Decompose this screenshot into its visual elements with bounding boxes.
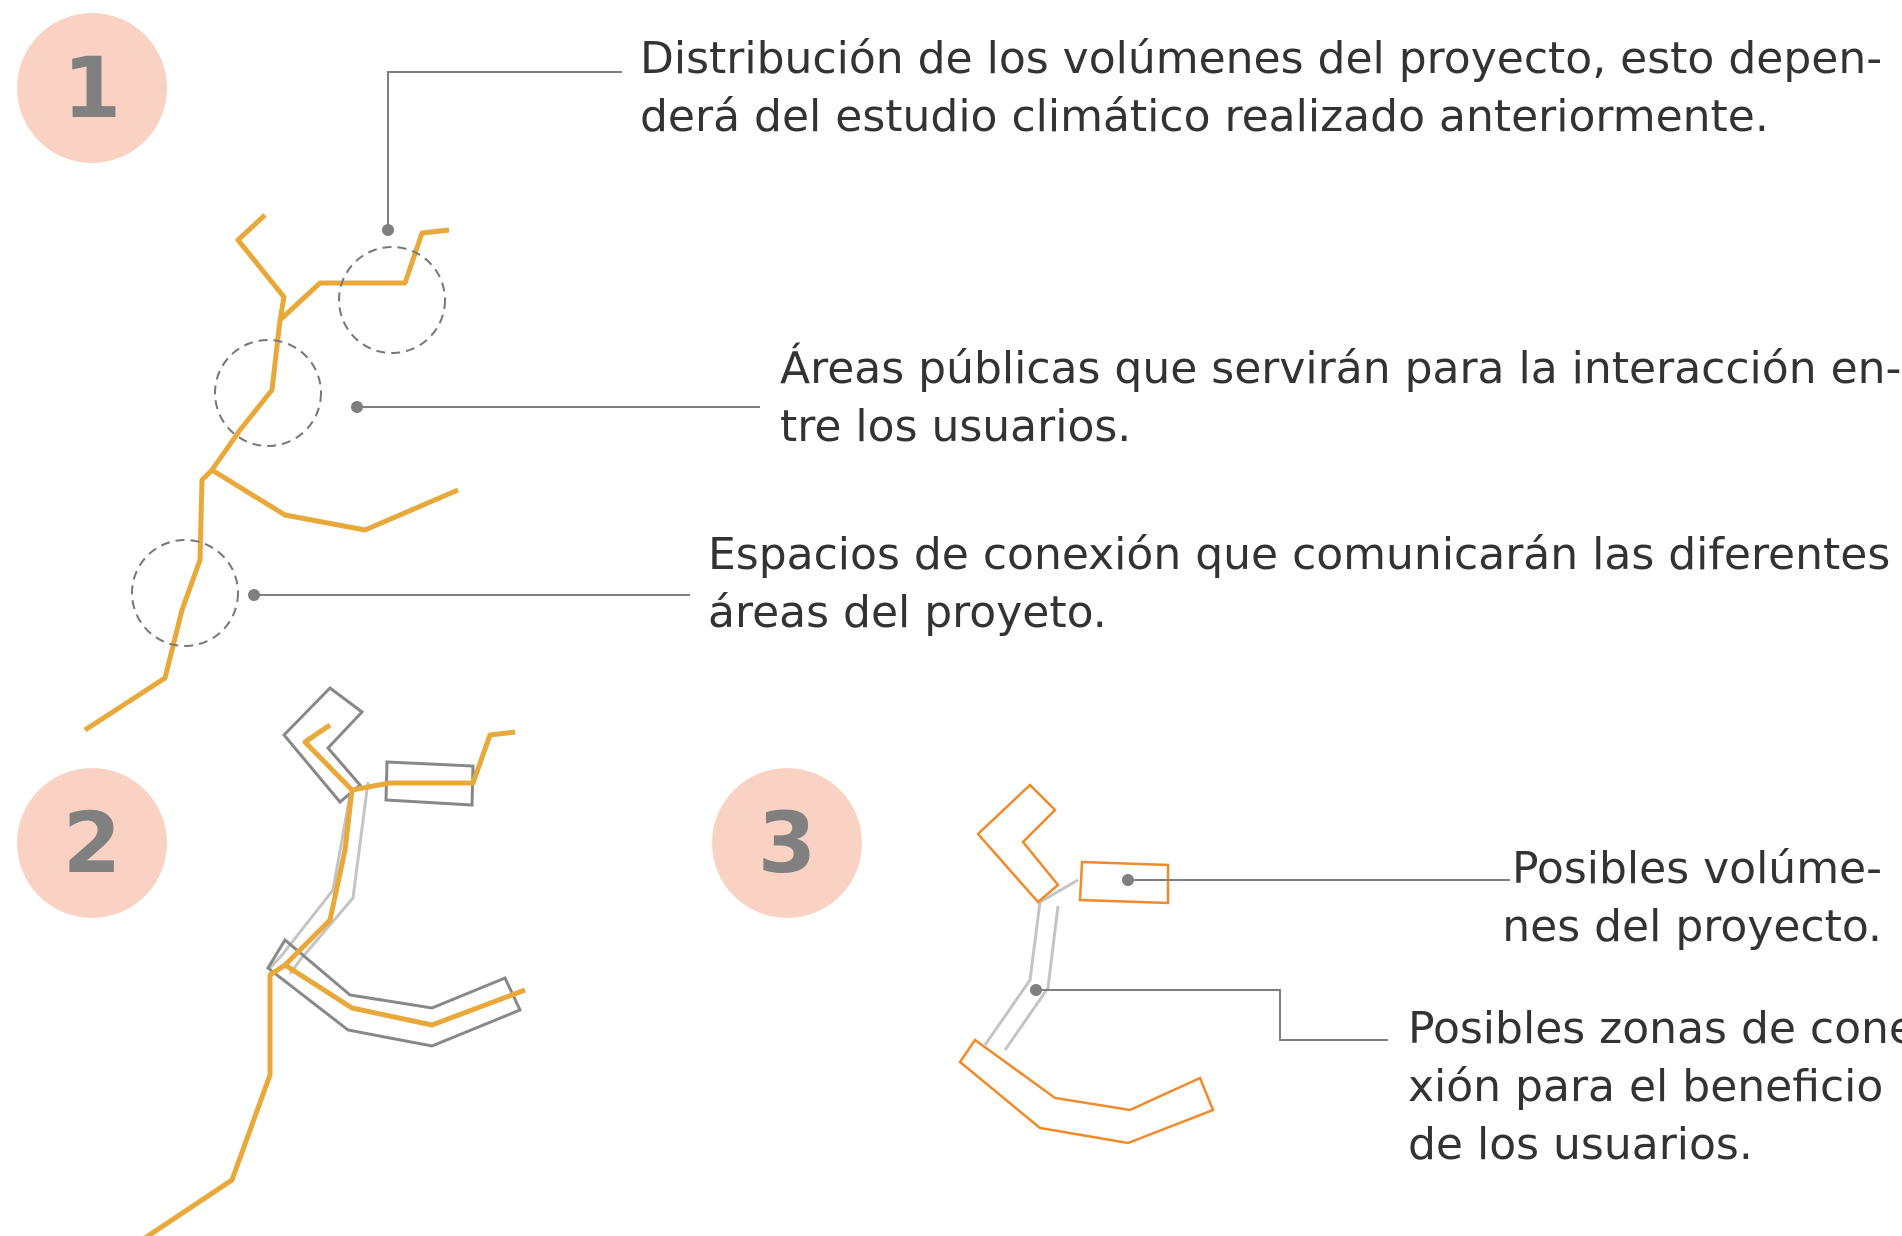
step3-corridor-link: [1039, 878, 1079, 904]
note-step3-volumes-line1: Posibles volúme-: [1511, 843, 1882, 894]
note-volumes-line2: derá del estudio climático realizado ant…: [640, 91, 1769, 142]
note-public-line2: tre los usuarios.: [780, 401, 1132, 452]
step3-volume-hook: [976, 783, 1060, 904]
leader-dot-step3-volumes: [1122, 874, 1134, 886]
step1-path: [83, 213, 287, 733]
step2-corridor-right: [288, 781, 370, 975]
step3-volume-long: [958, 1038, 1215, 1145]
step3-graphic: [958, 783, 1510, 1145]
step-number-1: 1: [62, 39, 122, 137]
step2-branch-bottom: [283, 962, 526, 1028]
leader-dot-connection: [248, 589, 260, 601]
step-number-3: 3: [757, 794, 817, 892]
step1-graphic: [83, 71, 760, 733]
note-step3-zones-line1: Posibles zonas de cone-: [1408, 1003, 1902, 1054]
note-connection-line2: áreas del proyeto.: [708, 587, 1107, 638]
dashed-circle-connection: [131, 539, 239, 647]
note-connection-line1: Espacios de conexión que comunicarán las…: [708, 529, 1891, 580]
step3-corridor-left: [983, 901, 1042, 1046]
note-step3-volumes-line2: nes del proyecto.: [1502, 901, 1882, 952]
step2-graphic: [143, 686, 526, 1236]
note-step3-volumes: Posibles volúme- nes del proyecto.: [1502, 840, 1882, 956]
leader-step3-zones: [1036, 989, 1388, 1041]
step-badge-1: 1: [17, 13, 167, 163]
step-badge-3: 3: [712, 768, 862, 918]
note-public-areas: Áreas públicas que servirán para la inte…: [780, 340, 1901, 456]
step2-path: [143, 722, 355, 1236]
leader-dot-public: [351, 401, 363, 413]
step3-corridor-right: [1003, 905, 1060, 1051]
step-badge-2: 2: [17, 768, 167, 918]
dashed-circle-volumes: [338, 246, 446, 354]
leader-dot-volumes: [382, 224, 394, 236]
note-connection-spaces: Espacios de conexión que comunicarán las…: [708, 526, 1890, 642]
step2-corridor-left: [268, 794, 352, 970]
step2-branch-top: [351, 729, 516, 793]
note-step3-zones-line3: de los usuarios.: [1408, 1119, 1753, 1170]
note-volumes-line1: Distribución de los volúmenes del proyec…: [640, 33, 1883, 84]
leader-dot-step3-zones: [1030, 984, 1042, 996]
leader-volumes: [387, 71, 622, 230]
step2-volume-rect: [384, 760, 475, 807]
step1-branch-top: [278, 227, 450, 322]
step2-volume-long: [266, 937, 523, 1048]
note-public-line1: Áreas públicas que servirán para la inte…: [780, 343, 1902, 394]
step2-volume-hook: [281, 686, 365, 805]
step-number-2: 2: [62, 794, 122, 892]
note-step3-zones-line2: xión para el beneficio: [1408, 1061, 1884, 1112]
step3-volume-rect: [1078, 860, 1170, 905]
step1-branch-bottom: [210, 467, 459, 533]
note-volumes: Distribución de los volúmenes del proyec…: [640, 30, 1882, 146]
dashed-circle-public: [214, 339, 322, 447]
note-step3-zones: Posibles zonas de cone- xión para el ben…: [1408, 1000, 1902, 1174]
